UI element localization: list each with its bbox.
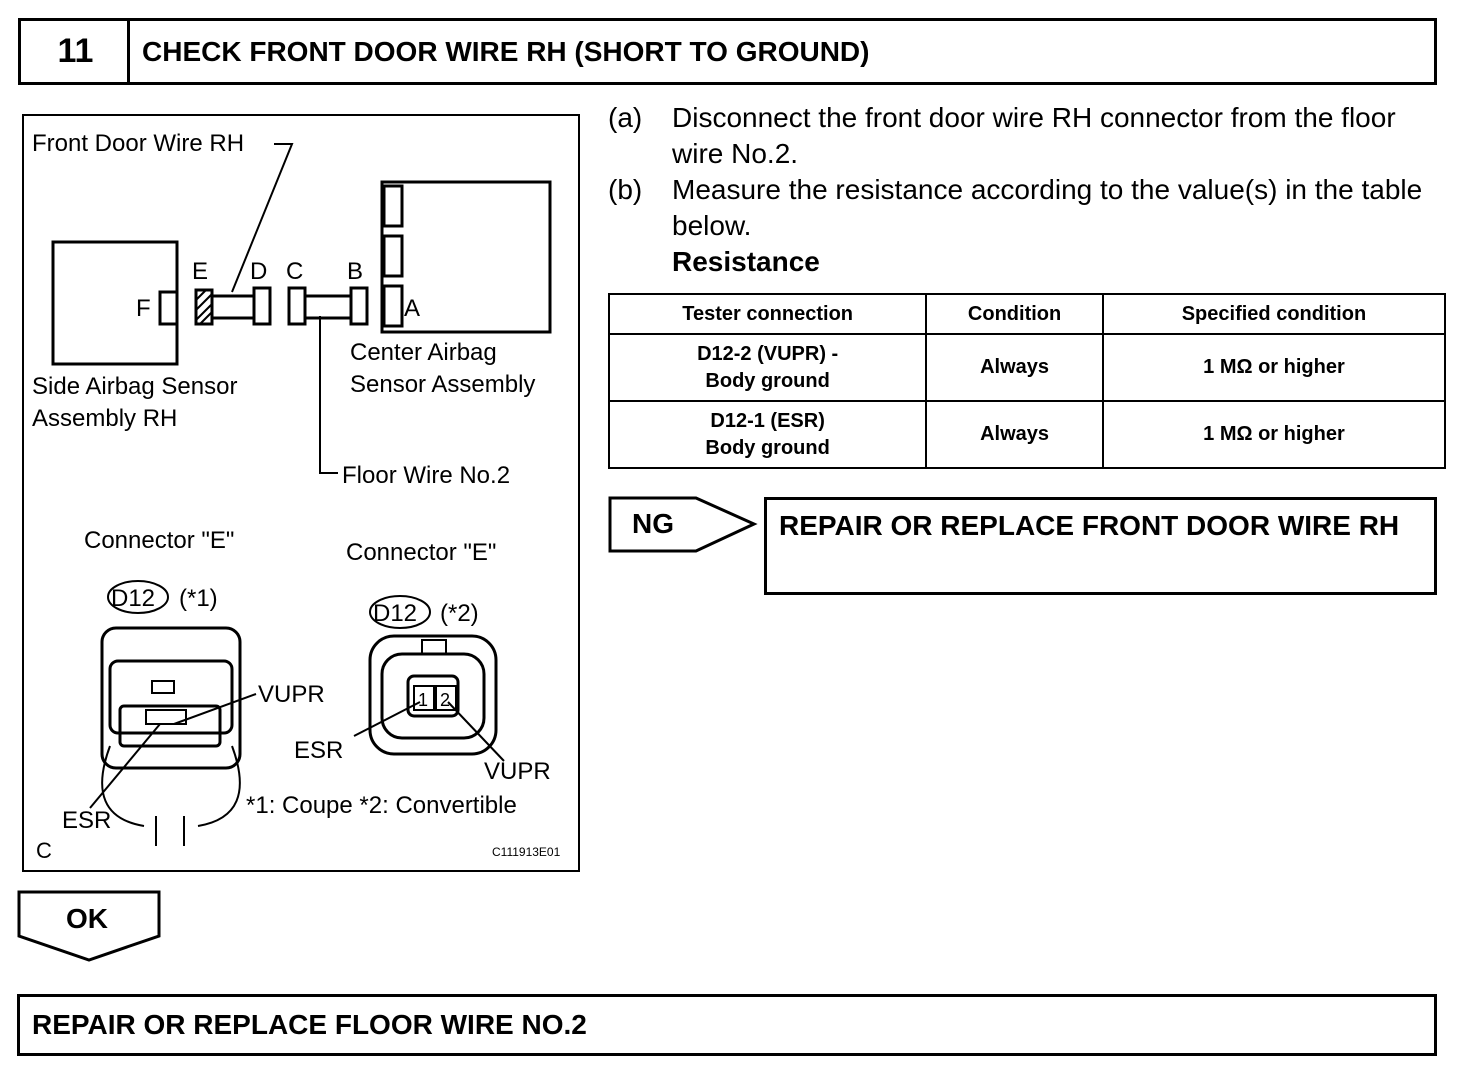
connector-1-drawing [89, 626, 257, 846]
table-row: D12-2 (VUPR) - Body ground Always 1 MΩ o… [607, 333, 1447, 402]
label-f: F [136, 295, 151, 322]
label-b: B [347, 258, 363, 285]
connector-1-note: (*1) [179, 585, 218, 612]
side-sensor-label-2: Assembly RH [32, 405, 177, 432]
wiring-diagram: Front Door Wire RH E D C B A F Side Airb… [22, 114, 580, 872]
step-b-label: (b) [608, 174, 643, 205]
connector-2-note: (*2) [440, 600, 479, 627]
ng-result-box: REPAIR OR REPLACE FRONT DOOR WIRE RH [764, 497, 1437, 595]
connection-line-1: D12-1 (ESR) [710, 409, 825, 432]
ng-label: NG [632, 508, 674, 539]
table-header: Tester connection [607, 293, 928, 335]
table-cell-specified: 1 MΩ or higher [1101, 400, 1447, 469]
step-number: 11 [18, 18, 130, 85]
step-title: CHECK FRONT DOOR WIRE RH (SHORT TO GROUN… [127, 18, 1437, 85]
table-cell-condition: Always [925, 400, 1104, 469]
step-b-text: Measure the resistance according to the … [672, 174, 1423, 241]
step-a-text: Disconnect the front door wire RH connec… [672, 102, 1396, 169]
table-cell-connection: D12-1 (ESR) Body ground [607, 400, 928, 469]
footnote: *1: Coupe *2: Convertible [246, 792, 517, 819]
label-c: C [286, 258, 303, 285]
connector-2-drawing [353, 634, 505, 762]
diagram-svg: Front Door Wire RH E D C B A F Side Airb… [32, 130, 561, 863]
ok-result-box: REPAIR OR REPLACE FLOOR WIRE NO.2 [17, 994, 1437, 1056]
label-d: D [250, 258, 267, 285]
pin-2: 2 [440, 690, 450, 710]
ok-arrow[interactable] [17, 890, 163, 964]
front-door-wire-label: Front Door Wire RH [32, 130, 244, 157]
connection-line-2: Body ground [705, 436, 830, 459]
pin-1: 1 [418, 690, 428, 710]
step-a-label: (a) [608, 102, 643, 133]
table-cell-specified: 1 MΩ or higher [1101, 333, 1447, 402]
connector-2-code: D12 [373, 600, 417, 627]
table-header: Condition [925, 293, 1104, 335]
floor-wire-label: Floor Wire No.2 [342, 462, 510, 489]
connector-1-title: Connector "E" [84, 527, 234, 554]
ok-label: OK [66, 903, 108, 934]
figure-id: C111913E01 [492, 845, 561, 859]
label-e: E [192, 258, 208, 285]
table-header-row: Tester connection Condition Specified co… [607, 293, 1447, 335]
center-sensor-label: Center Airbag [350, 339, 497, 366]
center-sensor-label-2: Sensor Assembly [350, 371, 535, 398]
resistance-table: Tester connection Condition Specified co… [607, 293, 1447, 469]
table-row: D12-1 (ESR) Body ground Always 1 MΩ or h… [607, 400, 1447, 469]
side-sensor-label: Side Airbag Sensor [32, 373, 237, 400]
ng-arrow[interactable] [608, 496, 758, 554]
connection-line-2: Body ground [705, 369, 830, 392]
connector-1-code: D12 [111, 585, 155, 612]
side-sensor-box [51, 240, 179, 366]
table-header: Specified condition [1101, 293, 1447, 335]
connector-2-title: Connector "E" [346, 539, 496, 566]
corner-letter: C [36, 838, 52, 863]
connector-1-vupr: VUPR [258, 681, 325, 708]
table-cell-connection: D12-2 (VUPR) - Body ground [607, 333, 928, 402]
connection-line-1: D12-2 (VUPR) - [697, 342, 839, 365]
label-a: A [404, 295, 420, 322]
connector-2-vupr: VUPR [484, 758, 551, 785]
connector-1-esr: ESR [62, 807, 111, 834]
table-cell-condition: Always [925, 333, 1104, 402]
connector-2-esr: ESR [294, 737, 343, 764]
resistance-heading: Resistance [672, 246, 820, 277]
